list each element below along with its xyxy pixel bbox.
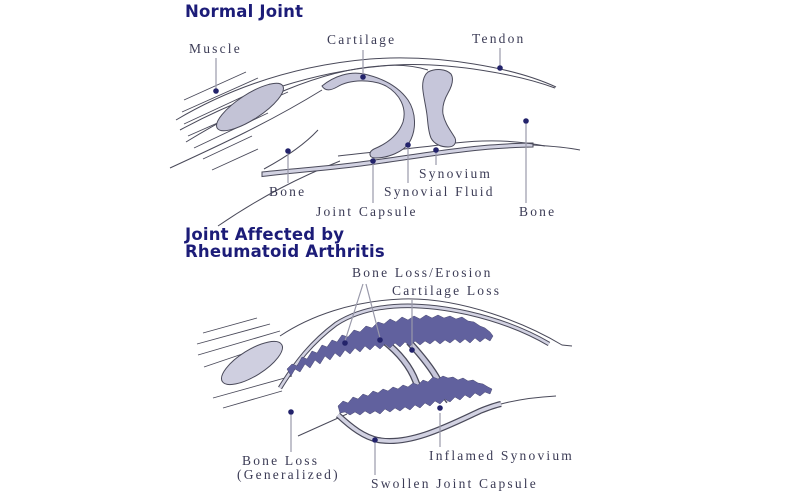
ra-capsule-band [278,303,551,390]
leader-dot [433,147,439,153]
label-bone-loss-line1: Bone Loss [242,453,320,468]
normal-joint-drawing [169,57,581,227]
ra-joint-leaders [290,283,441,475]
leader-dot [213,88,219,94]
leader-dot [377,337,383,343]
pannus-shapes [286,314,494,416]
leader-dot [285,148,291,154]
synovium-fold [422,69,457,148]
cartilage-cap [321,72,415,159]
capsule-arc-outer [279,298,573,347]
ra-joint-dots [288,337,443,443]
leader-dot [409,347,415,353]
leader-dot [497,65,503,71]
normal-joint-dots [213,65,529,164]
label-inflamed-synovium: Inflamed Synovium [429,448,575,463]
muscle-body-ra [221,340,283,386]
normal-joint-leaders [215,48,527,203]
ra-joint-title-line1: Joint Affected by [185,225,345,244]
joint-capsule-band [261,142,534,178]
swollen-capsule-fill [336,402,502,443]
label-bone-right: Bone [519,204,557,219]
label-joint-capsule: Joint Capsule [316,204,418,219]
label-synovium: Synovium [419,166,493,181]
label-swollen-joint-capsule: Swollen Joint Capsule [371,476,538,491]
joint-capsule-tail [532,144,581,151]
leader-dot [523,118,529,124]
normal-joint-title: Normal Joint [185,2,304,21]
leader-dot [288,409,294,415]
label-cartilage: Cartilage [327,32,397,47]
lower-pannus [337,375,493,416]
label-muscle: Muscle [189,41,242,56]
capsule-band-fill [278,304,550,389]
capsule-tail-line [500,395,557,405]
leader-dot [342,340,348,346]
label-bone-loss-line2: (Generalized) [237,467,340,482]
upper-pannus [286,314,494,377]
ra-joint-drawing [196,298,573,437]
muscle-body [216,82,284,132]
leader-dot [360,74,366,80]
leader-line [344,283,364,342]
leader-dot [405,142,411,148]
swollen-capsule-band [335,401,502,444]
leader-dot [370,158,376,164]
leader-line [365,283,381,339]
label-tendon: Tendon [472,31,526,46]
head-left-outline [263,129,319,170]
label-cartilage-loss: Cartilage Loss [392,283,502,298]
label-bone-loss-erosion: Bone Loss/Erosion [352,265,493,280]
leader-dot [372,437,378,443]
label-synovial-fluid: Synovial Fluid [384,184,495,199]
muscle-striation-lines [181,71,289,171]
ra-joint-title-line2: Rheumatoid Arthritis [185,242,385,261]
label-bone-left: Bone [269,184,307,199]
muscle-striation-lines-ra [196,317,293,409]
leader-dot [437,405,443,411]
